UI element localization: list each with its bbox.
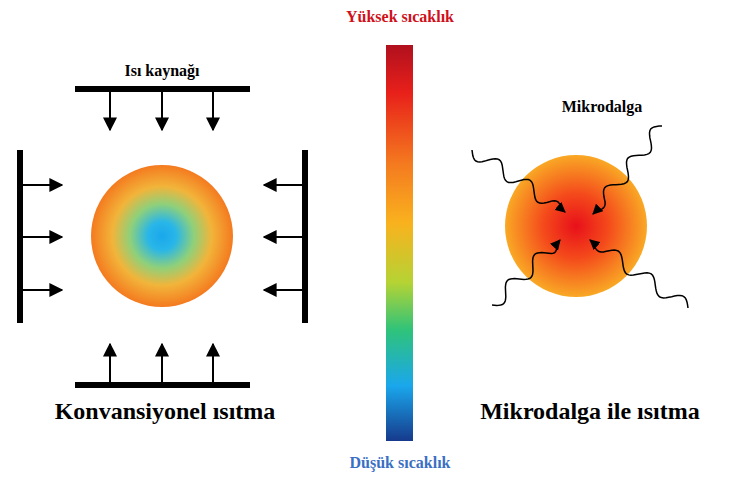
heat-source-label: Isı kaynağı [124,62,199,80]
heat-plate-left [17,150,23,323]
high-temp-label: Yüksek sıcaklık [346,8,454,26]
microwave-wave [590,240,688,308]
microwave-wave [472,150,565,212]
heat-plate-bottom [75,382,250,388]
microwave-wave [593,126,662,214]
microwave-label: Mikrodalga [562,98,643,116]
heat-plate-top [75,86,250,92]
microwave-caption: Mikrodalga ile ısıtma [480,398,700,424]
heat-arrows [23,92,302,382]
heat-plate-right [302,150,308,323]
microwave-sample [505,155,647,297]
conventional-caption: Konvansiyonel ısıtma [55,398,276,424]
low-temp-label: Düşük sıcaklık [350,454,451,472]
microwave-wave [492,240,560,305]
conventional-sample [91,165,233,307]
temperature-bar [386,45,413,441]
microwave-waves [472,126,688,308]
